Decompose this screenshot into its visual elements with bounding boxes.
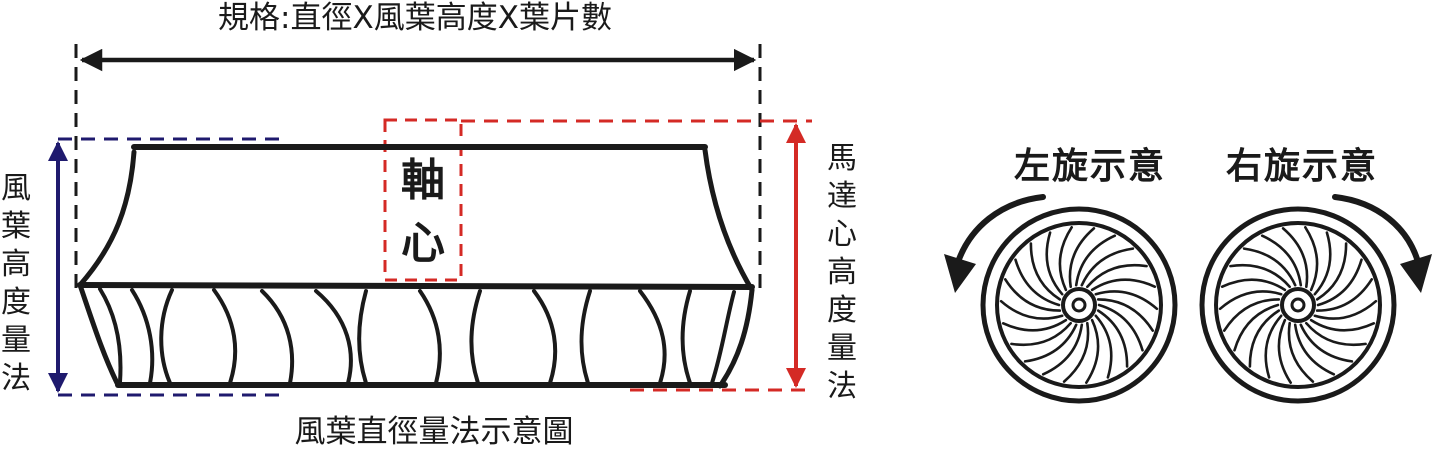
fan-blade [999, 299, 1064, 320]
fan-hub [1061, 287, 1097, 323]
fan-blade [1223, 298, 1281, 332]
motor-height-char: 心 [827, 217, 857, 252]
fan-blade [1264, 314, 1283, 379]
fan-blade [1313, 231, 1332, 296]
fan-blade [1248, 309, 1281, 368]
clockwise-arrowhead-icon [1400, 254, 1432, 293]
fan-blade [1004, 278, 1062, 312]
fan-blade [1090, 278, 1157, 292]
counterclockwise-arrowhead-icon [944, 254, 976, 293]
fan-axle [1290, 297, 1306, 313]
fan-blade [1229, 263, 1291, 289]
blade-height-char: 度 [1, 285, 31, 320]
fan-blade [1010, 321, 1072, 347]
blade-height-char: 葉 [1, 209, 31, 244]
diagram-caption: 風葉直徑量法示意圖 [295, 414, 574, 450]
fan-blade [1315, 242, 1348, 301]
spec-label: 規格:直徑X風葉高度X葉片數 [218, 0, 612, 36]
motor-height-char: 量 [827, 331, 857, 366]
fan-axle [1071, 297, 1087, 313]
fan-blade [1316, 258, 1363, 307]
fan-blade [1277, 318, 1292, 384]
fan-blade [1062, 321, 1090, 383]
fan-blade [1315, 278, 1373, 312]
motor-height-char: 馬 [827, 141, 857, 176]
fan-blade [1001, 318, 1068, 332]
blade-height-char: 風 [1, 171, 31, 206]
fan-inner-ring [995, 221, 1163, 389]
fan-blade [1086, 263, 1148, 289]
fan-blade [1260, 234, 1303, 287]
fan-blades [1218, 226, 1378, 384]
fan-blade [1220, 278, 1287, 292]
fan-blade [1085, 318, 1100, 384]
counterclockwise-arrow-icon [955, 194, 1046, 265]
fan-inner-ring [1214, 221, 1382, 389]
fan-blade [1299, 323, 1354, 363]
motor-height-char: 度 [827, 293, 857, 328]
fan-blade [1287, 321, 1315, 383]
fan-blade [1058, 226, 1073, 292]
fan-blade [1242, 247, 1297, 287]
blade-height-dimension [48, 137, 285, 397]
fan-blade [1041, 323, 1084, 376]
right-rotation-fan [1199, 206, 1397, 404]
axis-label: 軸 心 [401, 155, 445, 269]
fan-blade [1094, 290, 1159, 311]
left-rotation-label: 左旋示意 [1014, 146, 1166, 187]
fan-blade [1304, 226, 1319, 292]
fan-blade [1305, 321, 1367, 347]
blade-height-char: 量 [1, 323, 31, 358]
motor-height-char: 達 [827, 179, 857, 214]
fan-blade [1094, 314, 1113, 379]
diameter-dimension [74, 44, 762, 292]
fan-blade [1233, 303, 1280, 352]
fan-wheel-side-view [77, 144, 755, 389]
axis-char: 軸 [401, 155, 445, 206]
blade-height-label: 風 葉 高 度 量 法 [1, 171, 31, 396]
fan-blades [999, 226, 1159, 384]
left-rotation-fan [980, 206, 1178, 404]
fan-blade [1068, 227, 1096, 289]
right-rotation-label: 右旋示意 [1226, 146, 1378, 187]
axis-char: 心 [401, 218, 445, 269]
motor-height-char: 高 [827, 255, 857, 290]
fan-blade [1281, 227, 1309, 289]
clockwise-arrow-icon [1332, 194, 1421, 265]
fan-blade [1309, 318, 1376, 332]
fan-blade [1074, 234, 1117, 287]
blade-height-char: 法 [1, 361, 31, 396]
motor-height-label: 馬 達 心 高 度 量 法 [827, 141, 857, 404]
fan-outer-ring [1199, 206, 1397, 404]
fan-blade [1097, 303, 1144, 352]
fan-blade [1096, 298, 1154, 332]
fan-blade [1096, 309, 1129, 368]
motor-height-char: 法 [827, 369, 857, 404]
fan-blade [1045, 231, 1064, 296]
fan-hub [1280, 287, 1316, 323]
fan-blade [1293, 323, 1336, 376]
fan-blade [1029, 242, 1062, 301]
fan-blade [1014, 258, 1061, 307]
fan-blade [1313, 299, 1378, 320]
fan-blade [1218, 290, 1283, 311]
fan-blade [1080, 247, 1135, 287]
blade-height-char: 高 [1, 247, 31, 282]
motor-height-dimension [383, 118, 812, 392]
fan-outer-ring [980, 206, 1178, 404]
fan-blade [1023, 323, 1078, 363]
